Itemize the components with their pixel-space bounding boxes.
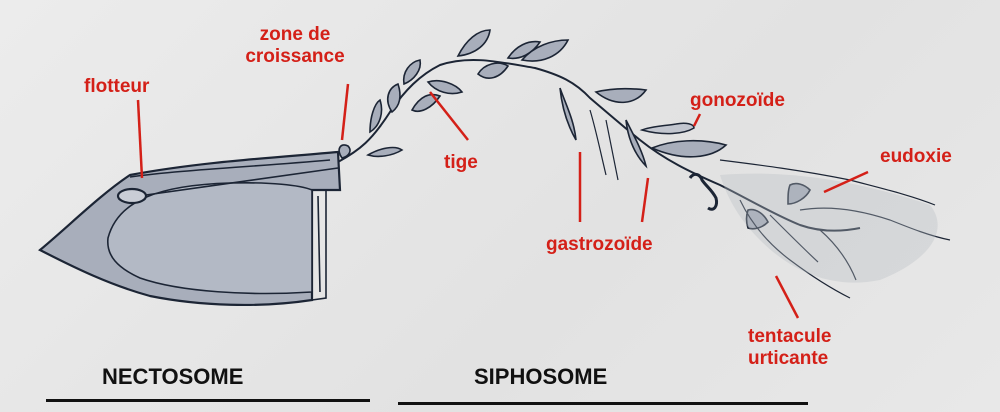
section-siphosome: SIPHOSOME [474, 364, 608, 389]
label-gastrozoide: gastrozoïde [546, 234, 653, 255]
leader-lines [136, 83, 869, 319]
leader-tentacule [774, 275, 800, 319]
tentacle-shading [720, 173, 938, 283]
leader-zone-croissance [340, 83, 350, 141]
nectosome-underline [46, 399, 370, 402]
label-zone-de-croissance: zone de croissance [232, 24, 358, 68]
label-eudoxie: eudoxie [880, 146, 952, 167]
label-zone-line1: zone de [259, 24, 331, 45]
label-tentacule-urticante: tentacule urticante [748, 326, 831, 370]
label-tige: tige [444, 152, 478, 173]
label-tentacule-line1: tentacule [748, 326, 832, 347]
siphosome-underline [398, 402, 808, 405]
gonozooid [639, 122, 695, 135]
leader-gastrozoide-b [640, 177, 650, 223]
label-zone-line2: croissance [245, 46, 345, 67]
leader-eudoxie [823, 170, 869, 194]
bracts [338, 29, 811, 230]
stem [337, 59, 861, 232]
nectophore-inner [107, 182, 313, 295]
nectophore-fold [311, 190, 327, 301]
section-nectosome: NECTOSOME [102, 364, 244, 389]
gonozooid-cluster [688, 172, 718, 211]
label-flotteur: flotteur [84, 76, 150, 97]
label-tentacule-line2: urticante [748, 348, 829, 369]
leader-gonozoide [692, 113, 702, 127]
float-pneumatophore [116, 187, 148, 205]
leader-flotteur [136, 99, 144, 179]
nectophore-rim [129, 159, 331, 178]
float-canal [145, 167, 339, 196]
label-gonozoide: gonozoïde [690, 90, 785, 111]
leader-tige [429, 91, 469, 141]
